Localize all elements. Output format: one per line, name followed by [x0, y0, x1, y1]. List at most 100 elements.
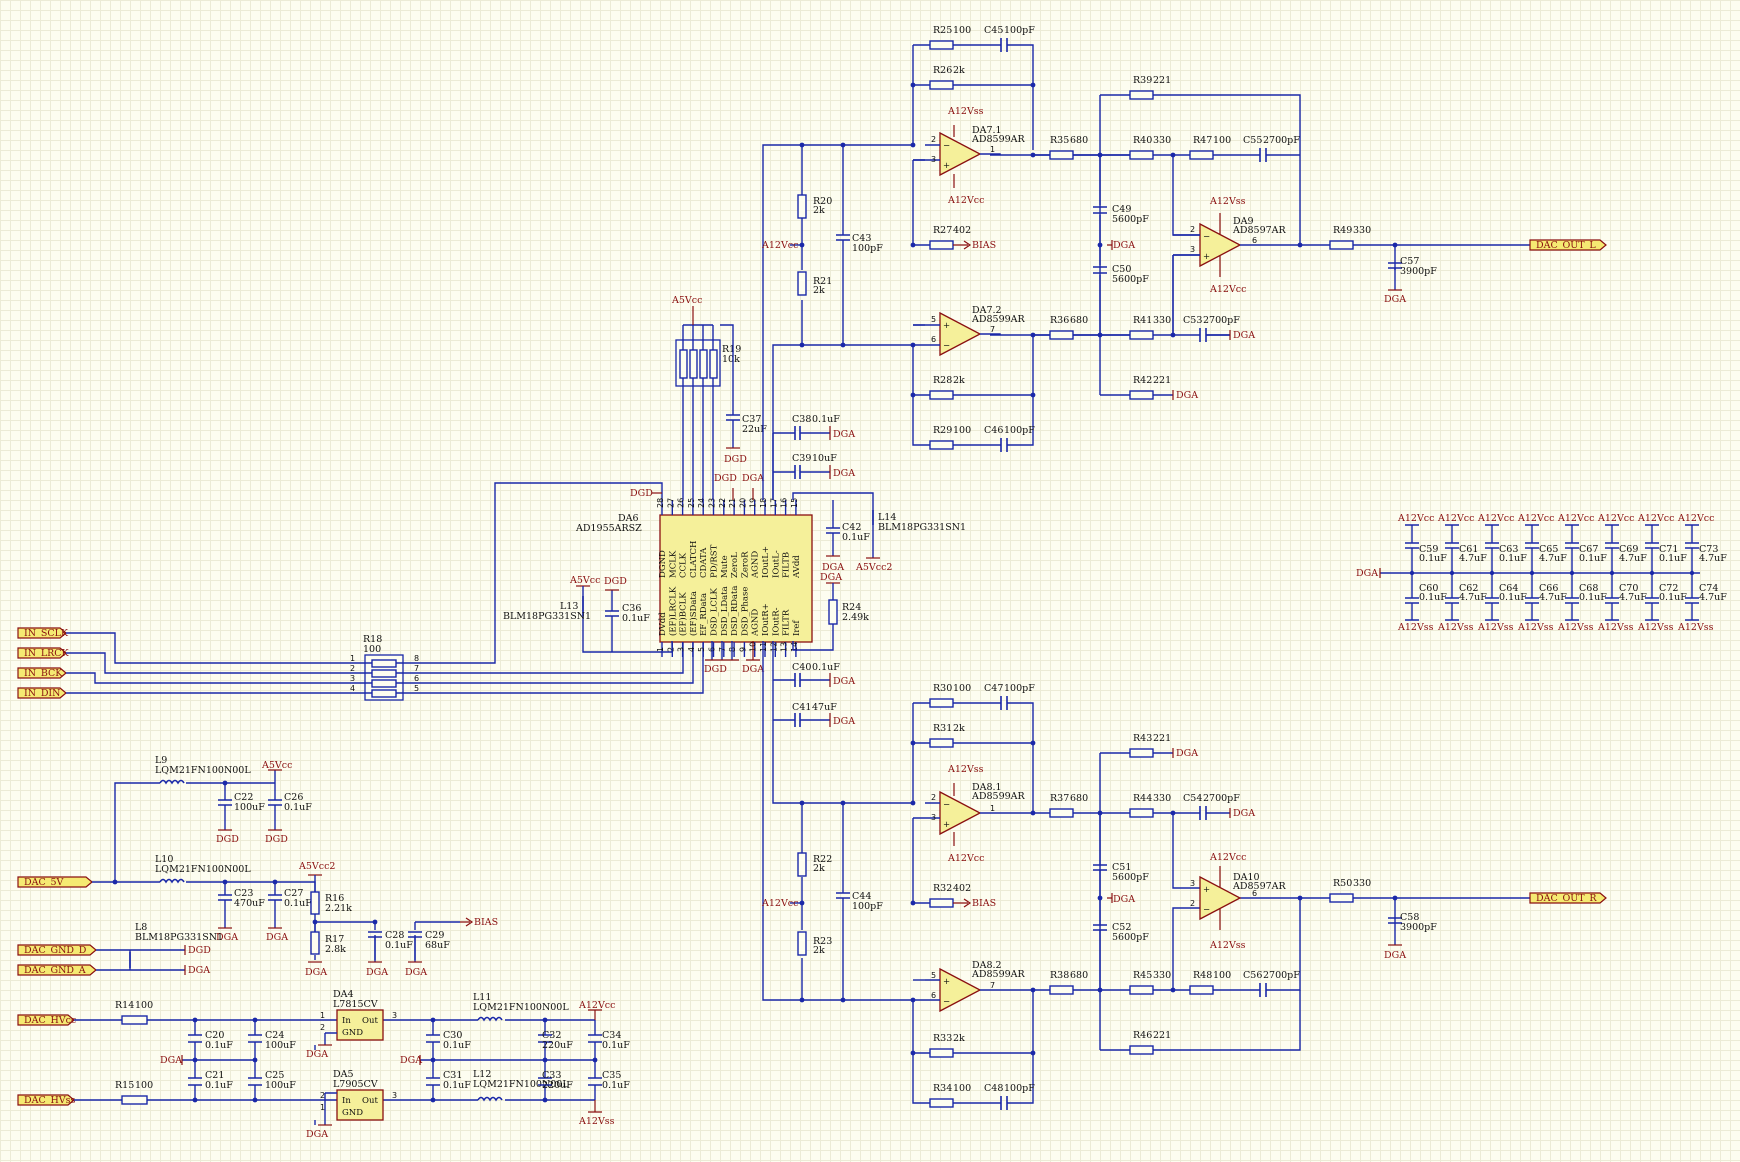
port-in-din[interactable]: IN_DIN [17, 687, 67, 699]
svg-text:C56: C56 [1243, 970, 1262, 981]
port-dac-hvss[interactable]: DAC_HVss [17, 1094, 76, 1106]
r24-resistor[interactable]: DGA R24 2.49k [792, 572, 869, 651]
right-diff-components[interactable]: R43 221 DGA R44 330 DGA C54 2700pF R45 3… [1093, 733, 1300, 1055]
svg-text:2700pF: 2700pF [1263, 970, 1300, 981]
dac-top-pin-number: 26 [677, 498, 686, 508]
left-output[interactable]: R49 330 DGA C57 3900pF [1329, 225, 1437, 305]
svg-text:AD8597AR: AD8597AR [1232, 225, 1287, 236]
port-in-bck[interactable]: IN_BCK [17, 667, 67, 679]
svg-text:C44: C44 [852, 891, 871, 902]
r37-r38[interactable]: R37 680 R38 680 [1033, 793, 1100, 995]
svg-text:5600pF: 5600pF [1112, 872, 1149, 883]
da9-opamp[interactable]: −+ 236 A12Vss A12Vcc DA9 AD8597AR [1173, 196, 1287, 295]
decoupling-vss-label: A12Vss [1397, 622, 1434, 633]
dac-bottom-pin-name: EF_RData [699, 593, 709, 636]
da8-2-opamp[interactable]: +− 567 DA8.2 AD8599AR [913, 960, 1033, 1013]
svg-text:DGA: DGA [833, 429, 855, 440]
c42-l14[interactable]: DGA C42 0.1uF L14 BLM18PG331SN1 A5Vcc2 [792, 492, 966, 573]
svg-text:AD1955ARSZ: AD1955ARSZ [575, 523, 642, 534]
l8-ground-bridge[interactable]: DGD DGA L8 BLM18PG331SN1 [96, 922, 223, 976]
decoupling-vss-label: A12Vss [1477, 622, 1514, 633]
r20-r21-c43[interactable]: R20 2k R21 2k A12Vcc C43 100pF [761, 194, 883, 296]
svg-text:R47: R47 [1193, 135, 1212, 146]
l9-l10-inductors[interactable]: L9 LQM21FN100N00L L10 LQM21FN100N00L A5V… [155, 755, 292, 884]
dac-bottom-pin-name: Iref [792, 620, 802, 636]
dac-ad1955[interactable]: DA6 AD1955ARSZ [575, 513, 813, 643]
c23-c27[interactable]: DGA C23 470uF DGA C27 0.1uF [216, 888, 312, 943]
svg-text:2.8k: 2.8k [325, 944, 346, 955]
c36-l13[interactable]: DGD C36 0.1uF A5Vcc L13 BLM18PG331SN1 [503, 575, 673, 653]
r35-r36[interactable]: R35 680 R36 680 [1033, 135, 1100, 340]
r14-r15[interactable]: R14 100 R15 100 [115, 1000, 153, 1105]
c37-capacitor[interactable]: C37 22uF DGD [720, 324, 767, 465]
da8-feedback-bottom[interactable]: R33 2k R34 100 C48 100pF [929, 1033, 1035, 1110]
da8-1-opamp[interactable]: −+ 231 A12Vss A12Vcc DA8.1 AD8599AR [925, 764, 1033, 864]
svg-text:DGA: DGA [1113, 894, 1135, 905]
svg-text:R27: R27 [933, 225, 952, 236]
da7-feedback-top[interactable]: R25 100 C45 100pF R26 2k [929, 25, 1035, 90]
svg-text:100: 100 [135, 1000, 153, 1011]
svg-text:3: 3 [392, 1011, 397, 1020]
svg-text:8: 8 [414, 654, 419, 663]
regulator-da5[interactable]: In Out GND DA5 L7905CV DGA 213 [306, 1069, 397, 1140]
da7-2-opamp[interactable]: +− 567 DA7.2 AD8599AR [913, 305, 1026, 357]
svg-text:2k: 2k [813, 863, 825, 874]
dac-top-pin-name: CDATA [699, 547, 709, 578]
svg-text:220uF: 220uF [542, 1040, 573, 1051]
svg-text:680: 680 [1070, 135, 1088, 146]
svg-text:DAC_OUT_L: DAC_OUT_L [1536, 240, 1596, 251]
svg-text:0.1uF: 0.1uF [205, 1040, 233, 1051]
da7-feedback-bottom[interactable]: R28 2k R29 100 C46 100pF [929, 375, 1035, 452]
port-dac-5v[interactable]: DAC_5V [17, 876, 93, 888]
dac-top-pin-number: 15 [790, 498, 799, 508]
svg-text:AD8599AR: AD8599AR [971, 969, 1026, 980]
port-in-sclk[interactable]: IN_SCLK [17, 627, 69, 639]
dac-bottom-pin-name: FILTR [782, 609, 792, 636]
port-dac-gnd-a[interactable]: DAC_GND_A [17, 964, 97, 976]
l11-l12-and-caps[interactable]: L11 LQM21FN100N00L L12 LQM21FN100N00L C3… [400, 992, 630, 1127]
port-dac-out-l[interactable]: DAC_OUT_L [1529, 239, 1607, 251]
svg-text:C23: C23 [234, 888, 253, 899]
r27-bias[interactable]: R27 402 BIAS [929, 225, 996, 251]
r32-bias[interactable]: R32 402 BIAS [929, 883, 996, 909]
port-dac-hvcc[interactable]: DAC_HVcc [17, 1014, 76, 1026]
svg-text:DGA: DGA [1356, 568, 1378, 579]
dac-top-pin-number: 22 [718, 498, 727, 508]
c20-c21-c24-c25[interactable]: C20 0.1uF C21 0.1uF C24 100uF C25 100uF … [160, 1030, 296, 1091]
svg-text:C33: C33 [542, 1070, 561, 1081]
port-dac-out-r[interactable]: DAC_OUT_R [1529, 892, 1607, 904]
r18-array[interactable]: R18 100 12 34 87 65 [350, 634, 420, 701]
svg-text:C31: C31 [443, 1070, 462, 1081]
da7-1-opamp[interactable]: −+ 231 A12Vss A12Vcc DA7.1 AD8599AR [913, 106, 1026, 206]
svg-text:C35: C35 [602, 1070, 621, 1081]
c38-c39-capacitors[interactable]: DGA C38 0.1uF DGA C39 10uF [772, 414, 855, 500]
left-diff-components[interactable]: R39 221 R40 330 R47 100 C55 2700pF R41 3… [1093, 75, 1300, 401]
svg-text:47uF: 47uF [812, 702, 837, 713]
da10-opamp[interactable]: +− 326 A12Vcc A12Vss DA10 AD8597AR [1190, 852, 1287, 951]
port-in-lrck[interactable]: IN_LRCK [17, 647, 70, 659]
r22-r23-c44[interactable]: R22 2k R23 2k A12Vcc C44 100pF [761, 852, 883, 956]
r16-r17-bias-divider[interactable]: A5Vcc2 DGA R16 2.21k R17 2.8k DGA C28 0.… [298, 861, 498, 978]
dac-bottom-pin-name: (EF)BCLK [678, 592, 689, 636]
svg-text:AD8599AR: AD8599AR [971, 791, 1026, 802]
dac-bottom-pin-number: 1 [656, 647, 665, 652]
decoupling-vcc-label: A12Vcc [1437, 513, 1474, 524]
r19-pack[interactable]: A5Vcc R19 10k [671, 295, 741, 500]
svg-text:C27: C27 [284, 888, 303, 899]
regulator-da4[interactable]: In Out GND DA4 L7815CV DGA 123 [306, 989, 397, 1060]
c40-c41-capacitors[interactable]: DGA C40 0.1uF DGA C41 47uF [772, 641, 855, 727]
c22-c26[interactable]: DGD C22 100uF DGD C26 0.1uF [216, 792, 312, 845]
right-output[interactable]: R50 330 DGA C58 3900pF [1329, 878, 1437, 961]
svg-text:C49: C49 [1112, 204, 1131, 215]
decoupling-bot-val: 0.1uF [1579, 592, 1607, 603]
da8-feedback-top[interactable]: R30 100 C47 100pF R31 2k [929, 683, 1035, 748]
port-dac-gnd-d[interactable]: DAC_GND_D [17, 944, 97, 956]
